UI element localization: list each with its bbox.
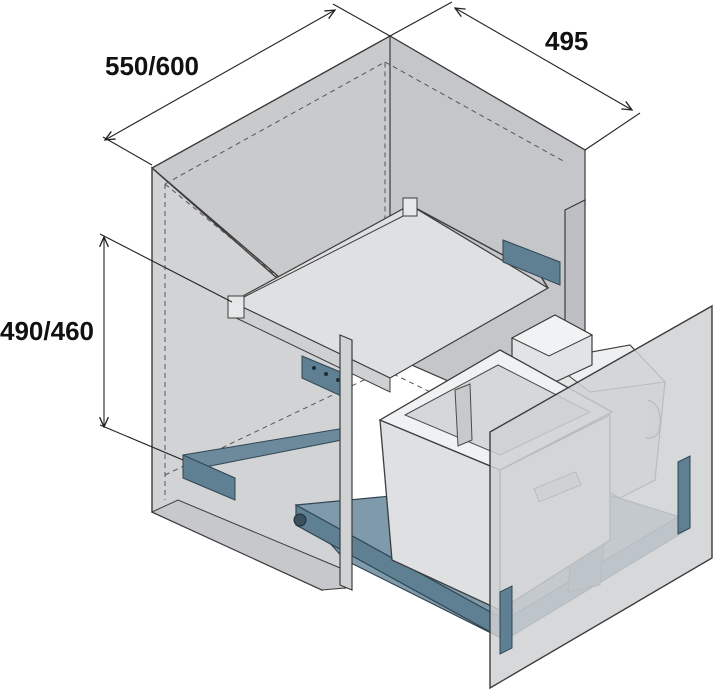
left-runner-side [182, 454, 236, 501]
upper-rail-mount-right [502, 239, 561, 286]
front-panel-bracket [677, 455, 691, 535]
dimension-depth-label: 495 [545, 26, 588, 56]
upper-shelf-bracket-right [402, 197, 418, 217]
large-bin-inner-divider [454, 383, 473, 447]
compost-bin [510, 314, 594, 383]
compost-bin-lid [510, 314, 594, 357]
dimension-height [100, 233, 233, 461]
dimension-height-label: 490/460 [0, 316, 94, 346]
runner-wheel [293, 513, 307, 527]
drawer-front-panel [489, 304, 713, 690]
rail-mount-screws [312, 366, 340, 382]
drawer-front-panel-face [489, 304, 713, 690]
dimension-width [102, 3, 391, 166]
dimension-width-label: 550/600 [105, 51, 199, 81]
dimension-depth [389, 1, 641, 151]
front-panel-bracket-lower [499, 585, 513, 655]
upper-shelf-side-rail [241, 209, 416, 299]
cabinet-front-edge [339, 334, 353, 591]
upper-shelf-bracket-left [227, 295, 245, 319]
